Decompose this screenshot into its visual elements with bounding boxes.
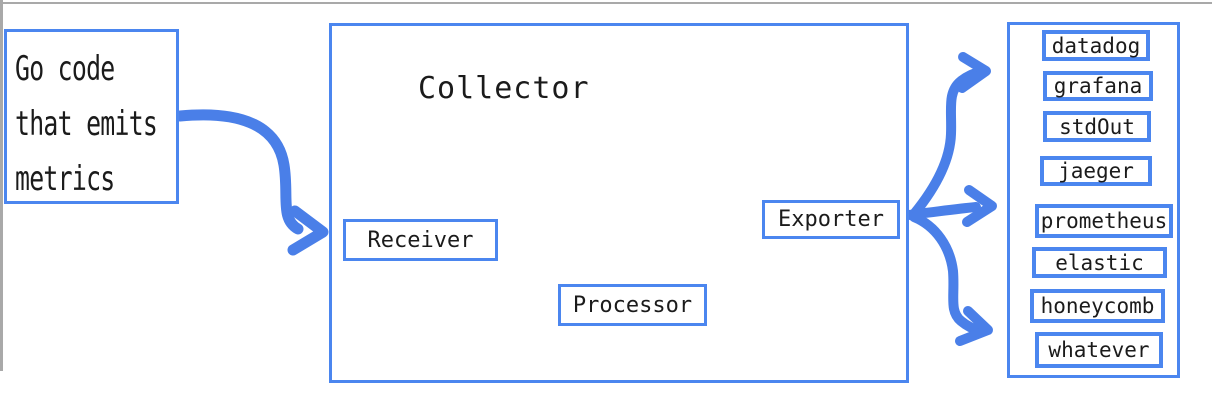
arrow-exporter-to-middle-group xyxy=(895,185,997,227)
destination-whatever: whatever xyxy=(1035,332,1163,368)
destination-jaeger: jaeger xyxy=(1040,156,1152,186)
destination-label: stdOut xyxy=(1059,114,1135,139)
destination-label: prometheus xyxy=(1040,209,1168,233)
node-processor: Processor xyxy=(558,284,707,326)
arrow-exporter-to-top-group xyxy=(909,52,991,219)
node-receiver: Receiver xyxy=(343,219,498,261)
destination-label: elastic xyxy=(1055,250,1144,275)
destination-label: whatever xyxy=(1048,338,1150,362)
node-exporter: Exporter xyxy=(762,200,900,239)
canvas-top-edge xyxy=(0,2,1212,4)
destination-label: datadog xyxy=(1051,33,1141,58)
arrow-exporter-to-bottom-group xyxy=(909,212,993,346)
source-line: that emits xyxy=(15,104,158,144)
source-line: metrics xyxy=(15,159,115,199)
source-box: Go code that emits metrics xyxy=(4,29,179,204)
destination-label: grafana xyxy=(1053,74,1143,98)
destination-label: jaeger xyxy=(1058,159,1134,183)
destination-grafana: grafana xyxy=(1043,71,1153,101)
destination-prometheus: prometheus xyxy=(1035,204,1173,238)
destination-honeycomb: honeycomb xyxy=(1030,289,1165,323)
destination-stdout: stdOut xyxy=(1043,111,1151,142)
source-line: Go code xyxy=(15,49,115,89)
destination-label: honeycomb xyxy=(1040,294,1155,318)
destination-elastic: elastic xyxy=(1032,247,1167,278)
exporter-label: Exporter xyxy=(778,207,884,232)
canvas-left-edge xyxy=(0,0,3,371)
receiver-label: Receiver xyxy=(367,227,474,253)
arrow-source-to-receiver xyxy=(174,109,329,256)
collector-title: Collector xyxy=(418,71,590,106)
destination-datadog: datadog xyxy=(1042,30,1150,61)
processor-label: Processor xyxy=(572,292,693,318)
